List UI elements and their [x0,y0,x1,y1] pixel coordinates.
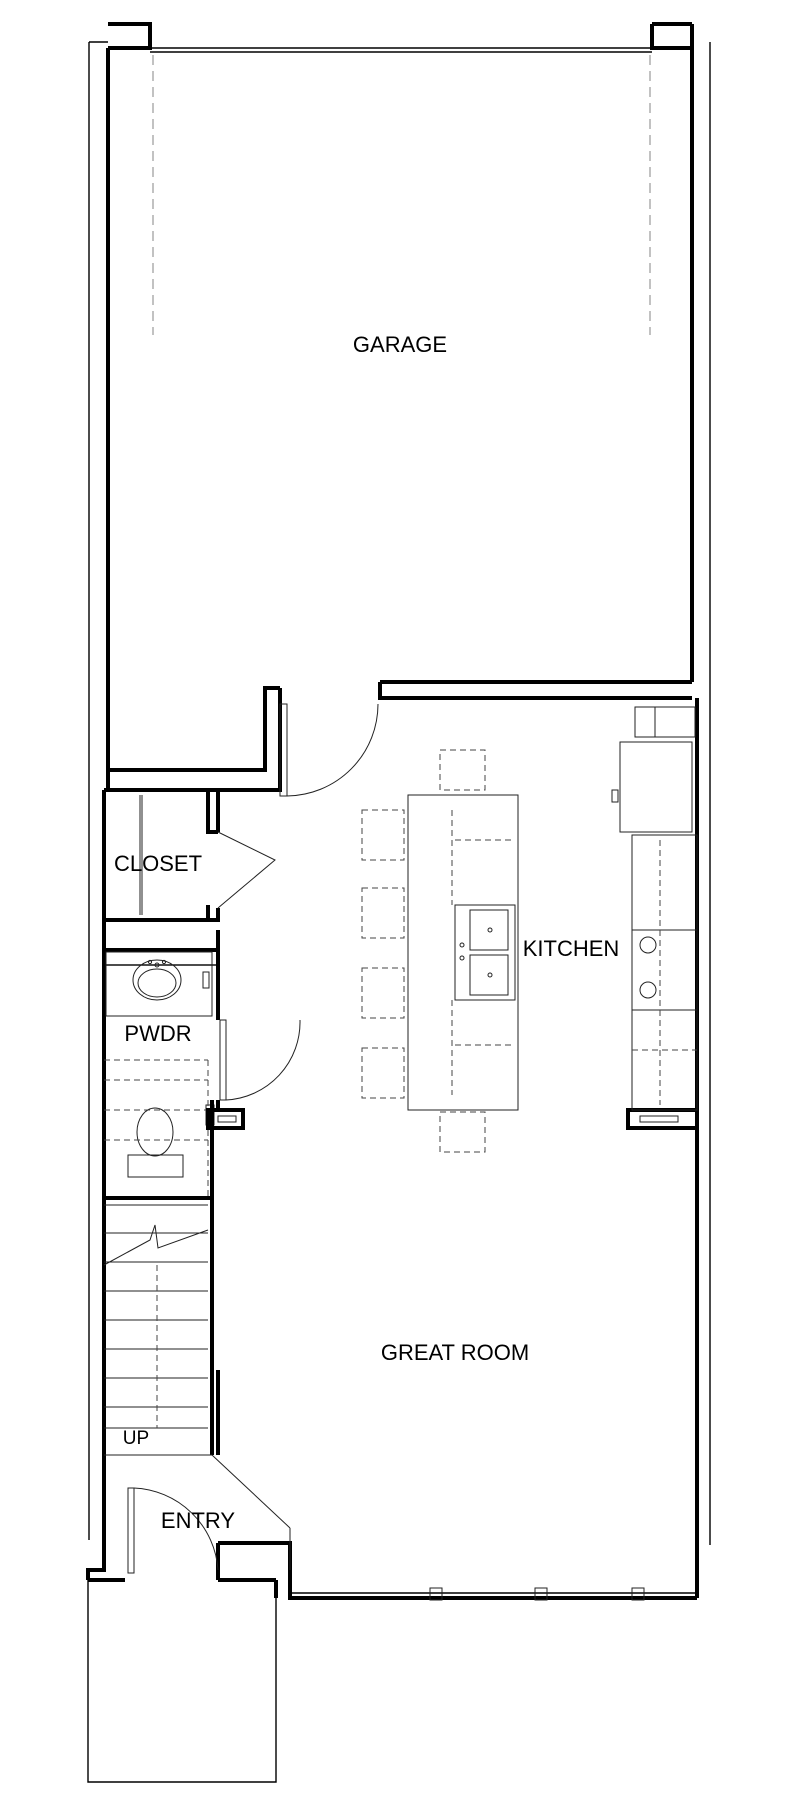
kitchen-counters [611,706,698,1111]
entry-walls [127,1454,291,1574]
kitchen-island [407,794,519,1111]
closet-walls [102,788,276,922]
bar-stools [361,749,486,1153]
label-great-room: GREAT ROOM [381,1340,529,1365]
garage-door-swing [279,703,379,797]
powder-room-walls [103,930,301,1112]
label-stairs-up: UP [123,1428,149,1449]
toilet [127,1104,215,1178]
label-entry: ENTRY [161,1508,235,1533]
stairs [103,1100,220,1456]
front-columns [429,1587,645,1601]
label-garage: GARAGE [353,332,447,357]
powder-sink [105,951,213,1017]
garage-door-track [152,55,651,335]
kitchen-pilasters [206,1108,699,1130]
label-kitchen: KITCHEN [523,936,620,961]
label-closet: CLOSET [114,851,202,876]
stair-underside [104,1059,209,1200]
label-powder-room: PWDR [124,1021,191,1046]
